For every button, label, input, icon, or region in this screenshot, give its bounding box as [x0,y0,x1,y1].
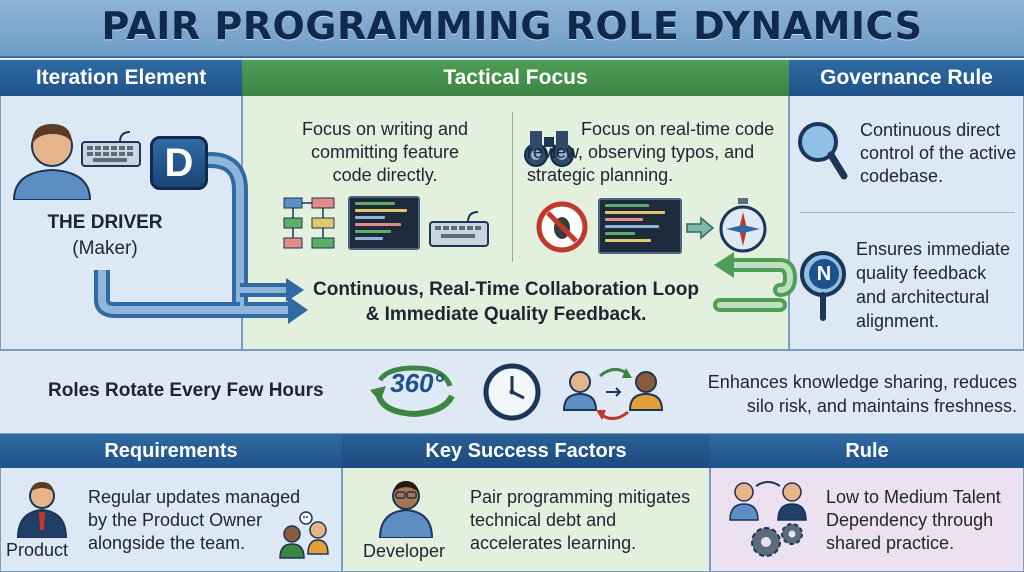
arrow-right-icon [686,216,715,240]
title-bar: PAIR PROGRAMMING ROLE DYNAMICS [0,0,1024,58]
binoculars-icon [524,131,574,167]
code-screen-icon [348,196,420,250]
loop-line-1: Continuous, Real-Time Collaboration Loop [313,279,699,300]
success-role: Developer [363,541,446,561]
driver-badge: D [150,136,208,190]
driver-badge-letter: D [164,141,194,185]
rule-header: Rule [710,434,1024,468]
governance-panel [789,60,1024,350]
driver-name: THE DRIVER [47,212,163,233]
tactical-divider [512,112,513,262]
requirements-role: Product [6,540,69,560]
swap-people-icon [562,368,664,420]
tactical-header: Tactical Focus [242,60,789,96]
rotation-benefit: Enhances knowledge sharing, reduces silo… [707,372,1017,416]
governance-divider [800,212,1015,213]
rotation-cycle-icon [370,365,455,418]
code-review-screen-icon [598,198,682,254]
success-text: Pair programming mitigates technical deb… [470,487,691,553]
compass-icon [719,198,767,253]
magnifier-icon [798,122,848,180]
driver-focus: Focus on writing and committing feature … [301,119,469,185]
navigator-badge-letter: N [816,263,832,285]
loop-line-2: & Immediate Quality Feedback. [365,304,647,325]
flowchart-icon [283,197,335,249]
navigator-focus: Focus on real-time code review, observin… [527,119,775,185]
keyboard-icon [429,211,489,247]
requirements-text: Regular updates managed by the Product O… [88,487,301,553]
keyboard-icon [81,131,141,167]
rule-text: Low to Medium Talent Dependency through … [826,487,1001,553]
governance-rule-2: Ensures immediate quality feedback and a… [856,239,1011,331]
rotation-badge: 360° [390,368,444,398]
governance-header: Governance Rule [789,60,1024,96]
iteration-panel [0,60,242,350]
product-owner-icon [16,482,68,538]
collaboration-loop-arrow [94,152,798,324]
navigator-badge: N [809,259,839,289]
developer-icon [378,481,434,538]
team-icon [279,511,329,559]
clock-icon [483,363,541,421]
success-header: Key Success Factors [342,434,710,468]
rotation-label: Roles Rotate Every Few Hours [48,380,324,401]
page-title: PAIR PROGRAMMING ROLE DYNAMICS [101,4,923,48]
requirements-header: Requirements [0,434,342,468]
driver-subtitle: (Maker) [72,238,138,259]
no-bug-icon [536,201,588,253]
iteration-header: Iteration Element [0,60,242,96]
gears-icon [729,481,807,557]
person-icon [12,124,92,200]
governance-rule-1: Continuous direct control of the active … [860,120,1017,186]
